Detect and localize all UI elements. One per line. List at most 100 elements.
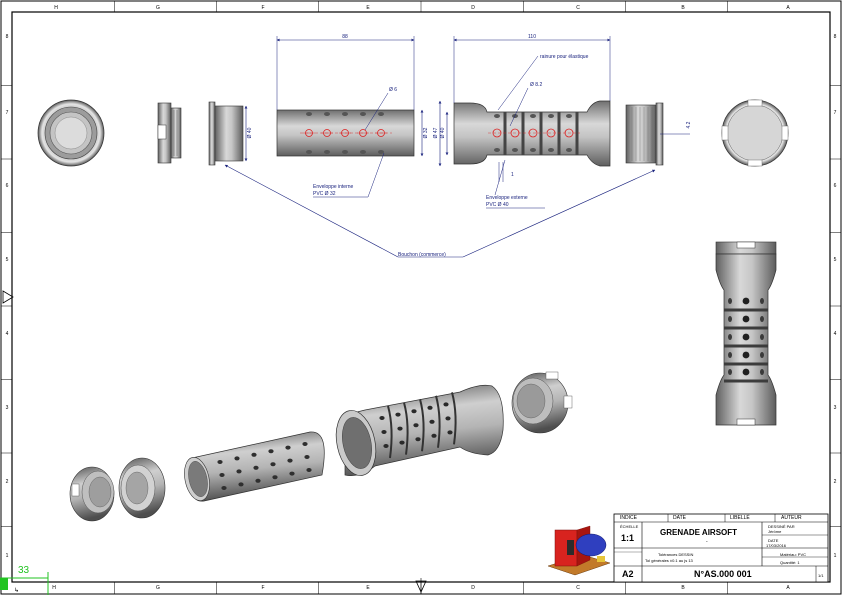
bottom-zone-letter: H (52, 585, 56, 591)
vent-hole (395, 412, 401, 417)
vent-hole (381, 430, 387, 434)
vent-hole (728, 316, 732, 322)
vent-hole (742, 333, 750, 341)
vent-hole (494, 114, 500, 118)
side-zone-number: 3 (834, 405, 837, 411)
callout-seal-caps: Bouchon (commerce) (398, 252, 446, 258)
vent-hole (512, 148, 518, 152)
callout-outer-envelope-material: PVC Ø 40 (486, 202, 509, 208)
bottom-zone-letter: F (261, 585, 264, 591)
side-zone-number: 5 (6, 257, 9, 263)
tb-drawn-by: Jérôme (768, 529, 782, 534)
tb-header-label: LIBELLÉ (730, 515, 750, 521)
tb-drawn-by-label: DESSINÉ PAR (768, 524, 795, 529)
end-view-right (721, 99, 789, 167)
vent-hole (548, 148, 554, 152)
vent-hole (431, 433, 437, 438)
vent-hole (566, 148, 572, 152)
vent-hole (234, 456, 240, 461)
tb-tolerance-label: Tolérances DESSIN (658, 552, 694, 557)
elastic-groove (724, 362, 768, 366)
vent-hole (742, 315, 750, 323)
vent-hole (287, 458, 293, 463)
side-zone-number: 3 (6, 405, 9, 411)
vent-hole (255, 478, 261, 483)
bottom-zone-letter: D (471, 585, 475, 591)
dim-inner-left-diam: Ø 40 (247, 127, 253, 138)
exploded-cap-right (511, 371, 573, 434)
dim-small: 1 (511, 172, 514, 178)
elastic-groove (387, 405, 393, 459)
right-cap-side-view (625, 102, 664, 166)
exploded-inner-tube (184, 431, 325, 502)
vent-hole (413, 423, 419, 428)
vent-hole (760, 352, 764, 358)
vent-hole (306, 112, 312, 116)
side-zone-number: 1 (6, 553, 9, 559)
exploded-view (69, 371, 573, 522)
side-zone-number: 2 (834, 479, 837, 485)
vent-hole (342, 150, 348, 154)
vent-hole (415, 437, 421, 442)
vent-hole (272, 475, 278, 480)
vent-hole (548, 114, 554, 118)
vent-hole (728, 352, 732, 358)
tb-header-index: INDICE (620, 515, 637, 521)
vent-hole (302, 442, 308, 446)
side-zone-number: 5 (834, 257, 837, 263)
bottom-zone-letter: B (681, 585, 685, 591)
tb-tolerance: Tol générales ±0.1 au js 13 (645, 558, 693, 563)
vent-hole (378, 150, 384, 154)
elastic-groove (575, 112, 579, 155)
elastic-groove (724, 308, 768, 312)
vent-hole (728, 334, 732, 340)
vent-hole (429, 419, 435, 424)
tb-date-label: DATE (768, 538, 779, 543)
tb-quantity: Quantité: 1 (780, 560, 800, 565)
exploded-cap-left (69, 466, 115, 522)
side-zone-number: 8 (834, 34, 837, 40)
vent-hole (445, 416, 451, 421)
bottom-zone-letter: G (156, 585, 160, 591)
dim-hole-outer: Ø 8.2 (530, 82, 542, 88)
assembled-vertical-view (715, 241, 777, 426)
callout-outer-envelope: Enveloppe externe (486, 195, 528, 201)
vent-hole (221, 486, 227, 490)
side-zone-number: 4 (6, 331, 9, 337)
vent-hole (760, 334, 764, 340)
elastic-groove (503, 112, 507, 155)
tb-sheet: 1/1 (818, 573, 824, 578)
vent-hole (289, 471, 295, 476)
exploded-plug-left (118, 457, 166, 519)
tb-title: GRENADE AIRSOFT (660, 528, 738, 537)
outer-tube-view (453, 100, 611, 167)
dim-outer-diam-1: Ø 47 (433, 127, 439, 138)
callout-inner-envelope-material: PVC Ø 32 (313, 191, 336, 197)
centering-mark-left (2, 290, 14, 304)
vent-hole (447, 430, 453, 435)
tb-format: A2 (622, 569, 634, 579)
top-zone-letter: B (681, 5, 685, 11)
elastic-groove (724, 326, 768, 330)
vent-hole (324, 112, 330, 116)
elastic-groove (403, 402, 409, 455)
dim-hole-inner: Ø 6 (389, 87, 397, 93)
tb-scale: 1:1 (621, 533, 635, 543)
top-zone-letter: C (576, 5, 580, 11)
side-zone-ticks (1, 85, 841, 527)
vent-hole (219, 473, 225, 477)
vent-hole (427, 405, 433, 410)
dim-inner-tube-diam: Ø 32 (423, 127, 429, 138)
vent-hole (270, 462, 276, 467)
dim-outer-diam-2: Ø 40 (440, 127, 446, 138)
exploded-outer-tube (335, 384, 504, 476)
vent-hole (360, 150, 366, 154)
top-zone-letter: D (471, 5, 475, 11)
side-zone-number: 6 (6, 183, 9, 189)
elastic-groove (435, 395, 441, 448)
tb-date: 17/03/2016 (766, 543, 787, 548)
end-view-left (37, 99, 105, 167)
tb-scale-label: ÉCHELLE (620, 524, 639, 529)
